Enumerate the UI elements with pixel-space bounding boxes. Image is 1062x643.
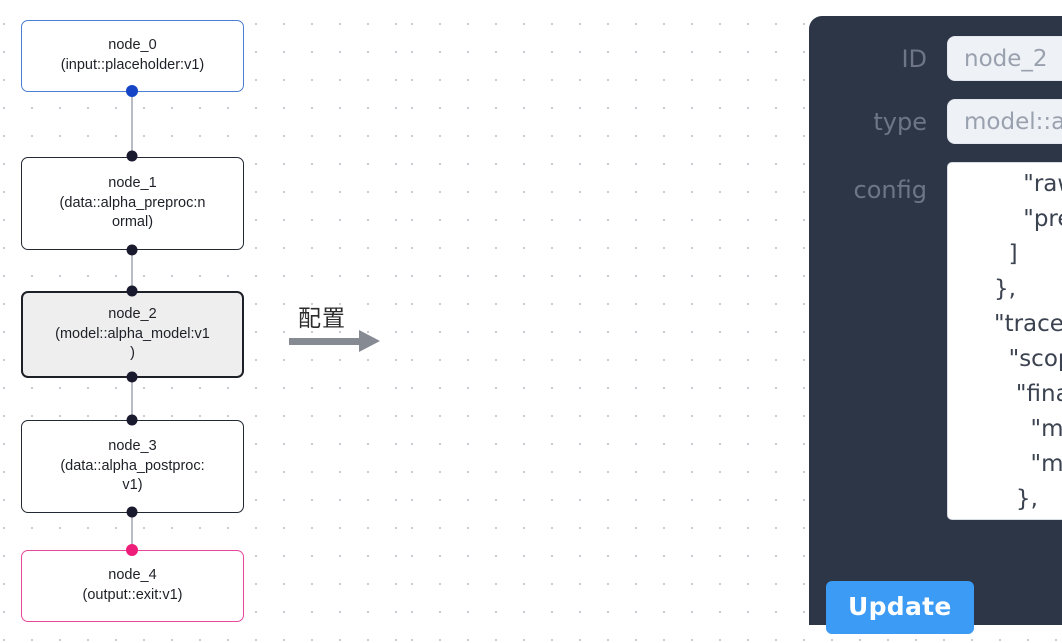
edge-node3-node4 — [131, 512, 133, 550]
inspector-canvas[interactable]: ID node_2 type model::alpha_model:v1 con… — [398, 0, 1062, 643]
port-node_4-in[interactable] — [126, 544, 138, 556]
graph-node-node_3[interactable]: node_3 (data::alpha_postproc: v1) — [21, 420, 244, 513]
graph-canvas[interactable]: node_0 (input::placeholder:v1) node_1 (d… — [0, 0, 398, 643]
graph-node-label: node_1 (data::alpha_preproc:n ormal) — [59, 175, 206, 231]
graph-node-node_2[interactable]: node_2 (model::alpha_model:v1 ) — [21, 291, 244, 378]
id-label: ID — [901, 44, 927, 73]
config-textarea[interactable]: "raw_action", "pred" ] }, "trace": { "sc… — [994, 171, 1062, 512]
edge-node0-node1 — [131, 91, 133, 156]
arrow-shaft-icon — [289, 338, 362, 345]
graph-node-node_1[interactable]: node_1 (data::alpha_preproc:n ormal) — [21, 157, 244, 250]
port-node_2-out[interactable] — [126, 371, 138, 383]
type-input[interactable]: model::alpha_model:v1 — [947, 99, 1062, 144]
config-field-row: config "raw_action", "pred" ] }, "trace"… — [826, 162, 1062, 520]
port-node_0-out[interactable] — [126, 85, 138, 97]
id-field-row: ID node_2 — [826, 36, 1062, 81]
type-label: type — [873, 107, 927, 136]
arrow-head-icon — [359, 330, 380, 352]
graph-node-label: node_0 (input::placeholder:v1) — [60, 37, 205, 73]
port-node_3-in[interactable] — [126, 414, 138, 426]
transition-arrow-group: 配置 — [289, 299, 389, 359]
edge-node1-node2 — [131, 250, 133, 292]
arrow-caption: 配置 — [298, 306, 346, 332]
port-node_1-in[interactable] — [126, 150, 138, 162]
config-label: config — [853, 176, 927, 204]
port-node_3-out[interactable] — [126, 506, 138, 518]
id-input[interactable]: node_2 — [947, 36, 1062, 81]
edge-node2-node3 — [131, 377, 133, 419]
port-node_1-out[interactable] — [126, 244, 138, 256]
graph-node-node_4[interactable]: node_4 (output::exit:v1) — [21, 550, 244, 622]
graph-node-node_0[interactable]: node_0 (input::placeholder:v1) — [21, 20, 244, 92]
node-inspector-panel: ID node_2 type model::alpha_model:v1 con… — [809, 16, 1062, 634]
config-textarea-wrapper[interactable]: "raw_action", "pred" ] }, "trace": { "sc… — [947, 162, 1062, 520]
graph-node-label: node_4 (output::exit:v1) — [82, 567, 183, 603]
graph-node-label: node_3 (data::alpha_postproc: v1) — [60, 438, 205, 494]
graph-node-label: node_2 (model::alpha_model:v1 ) — [55, 306, 210, 362]
update-button[interactable]: Update — [826, 581, 974, 634]
type-field-row: type model::alpha_model:v1 — [826, 99, 1062, 144]
port-node_2-in[interactable] — [126, 285, 138, 297]
